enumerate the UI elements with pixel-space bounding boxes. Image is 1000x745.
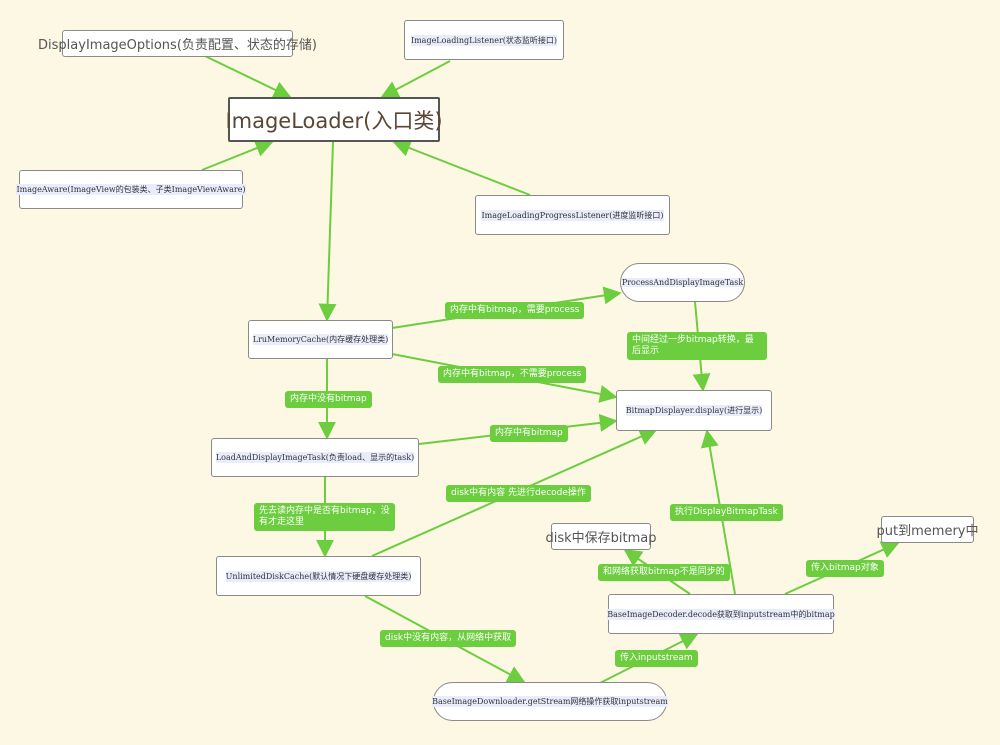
edge-progress-loader: [392, 139, 531, 196]
node-put-memory: put到memery中: [877, 516, 978, 543]
label-no-process: 内存中有bitmap，不需要process: [438, 366, 587, 383]
label-pass-stream: 传入inputstream: [615, 650, 698, 667]
label-first-read: 先去读内存中是否有bitmap，没有才走这里: [254, 503, 395, 531]
edge-options-loader: [204, 55, 292, 99]
node-process-display-task: ProcessAndDisplayImageTask: [620, 263, 745, 302]
label-need-process: 内存中有bitmap，需要process: [445, 302, 585, 319]
node-image-aware: ImageAware(ImageView的包装类、子类ImageViewAwar…: [16, 170, 246, 209]
label-convert: 中间经过一步bitmap转换，最后显示: [627, 332, 767, 360]
node-image-loading-listener: ImageLoadingListener(状态监听接口): [404, 20, 564, 60]
label-no-bitmap: 内存中没有bitmap: [285, 391, 372, 408]
node-progress-listener: ImageLoadingProgressListener(进度监听接口): [475, 195, 670, 235]
node-image-loader: ImageLoader(入口类): [225, 97, 443, 142]
node-load-display-task: LoadAndDisplayImageTask(负责load、显示的task): [211, 438, 419, 477]
edge-loader-lru: [318, 141, 337, 322]
node-display-image-options: DisplayImageOptions(负责配置、状态的存储): [38, 30, 317, 57]
edge-listener-loader: [380, 60, 451, 98]
node-base-image-downloader: BaseImageDownloader.getStream网络操作获取input…: [432, 682, 668, 721]
node-disk-save-bitmap: disk中保存bitmap: [546, 523, 657, 550]
label-async: 和网络获取bitmap不是同步的: [598, 564, 730, 581]
label-pass-bitmap: 传入bitmap对象: [806, 560, 884, 577]
node-disk-cache: UnlimitedDiskCache(默认情况下硬盘缓存处理类): [216, 556, 421, 596]
node-base-image-decoder: BaseImageDecoder.decode获取到inputstream中的b…: [607, 594, 835, 634]
label-disk-none: disk中没有内容，从网络中获取: [380, 630, 517, 647]
edge-aware-loader: [201, 139, 274, 171]
label-has-bitmap: 内存中有bitmap: [490, 425, 568, 442]
label-disk-has: disk中有内容 先进行decode操作: [446, 485, 591, 502]
node-lru-memory-cache: LruMemoryCache(内存缓存处理类): [248, 320, 393, 359]
node-bitmap-displayer: BitmapDisplayer.display(进行显示): [616, 390, 772, 431]
label-exec-task: 执行DisplayBitmapTask: [670, 504, 783, 521]
